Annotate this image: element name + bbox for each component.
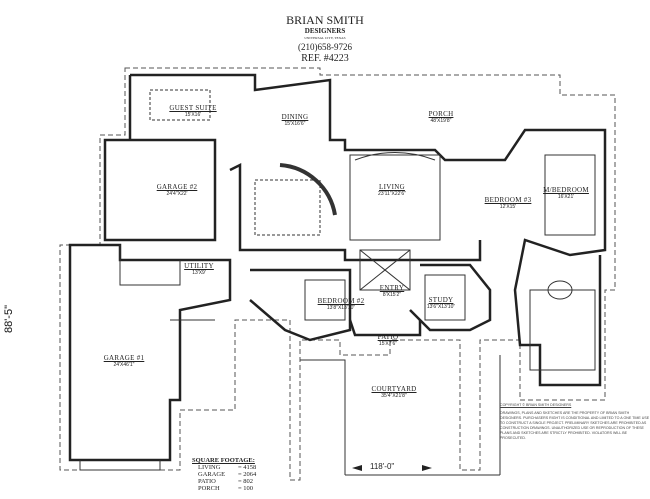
square-footage-title: SQUARE FOOTAGE:: [192, 457, 255, 464]
company-phone: (210)658-9726: [298, 42, 352, 52]
sqft-value: = 100: [238, 485, 254, 492]
company-name: BRIAN SMITH: [286, 13, 364, 27]
reference-number: REF. #4223: [301, 53, 349, 64]
copyright-body: DRAWINGS, PLANS AND SKETCHES ARE THE PRO…: [500, 411, 650, 440]
sqft-row: LIVING = 4158: [192, 464, 256, 471]
sqft-value: = 2064: [238, 471, 257, 478]
copyright-title: COPYRIGHT © BRIAN SMITH DESIGNERS: [500, 403, 572, 407]
depth-dimension: 88'-5": [3, 305, 16, 334]
sqft-value: = 802: [238, 478, 254, 485]
sqft-label: PORCH: [198, 485, 220, 492]
sqft-row: PORCH = 100: [192, 485, 256, 492]
sqft-value: = 4158: [238, 464, 257, 471]
company-subtitle: DESIGNERS: [304, 27, 346, 35]
sqft-row: PATIO = 802: [192, 478, 256, 485]
square-footage-table: SQUARE FOOTAGE: LIVING = 4158 GARAGE = 206…: [192, 457, 256, 492]
sqft-row: GARAGE = 2064: [192, 471, 256, 478]
sqft-label: GARAGE: [198, 471, 226, 478]
copyright-notice: COPYRIGHT © BRIAN SMITH DESIGNERS DRAWIN…: [500, 403, 650, 441]
sqft-label: LIVING: [198, 464, 221, 471]
dimension-arrows: [352, 465, 432, 471]
company-location: UNIVERSAL CITY, TEXAS: [304, 36, 346, 40]
width-dimension: 118'-0": [370, 462, 395, 471]
interior-details: [79, 89, 596, 476]
sqft-label: PATIO: [198, 478, 216, 485]
